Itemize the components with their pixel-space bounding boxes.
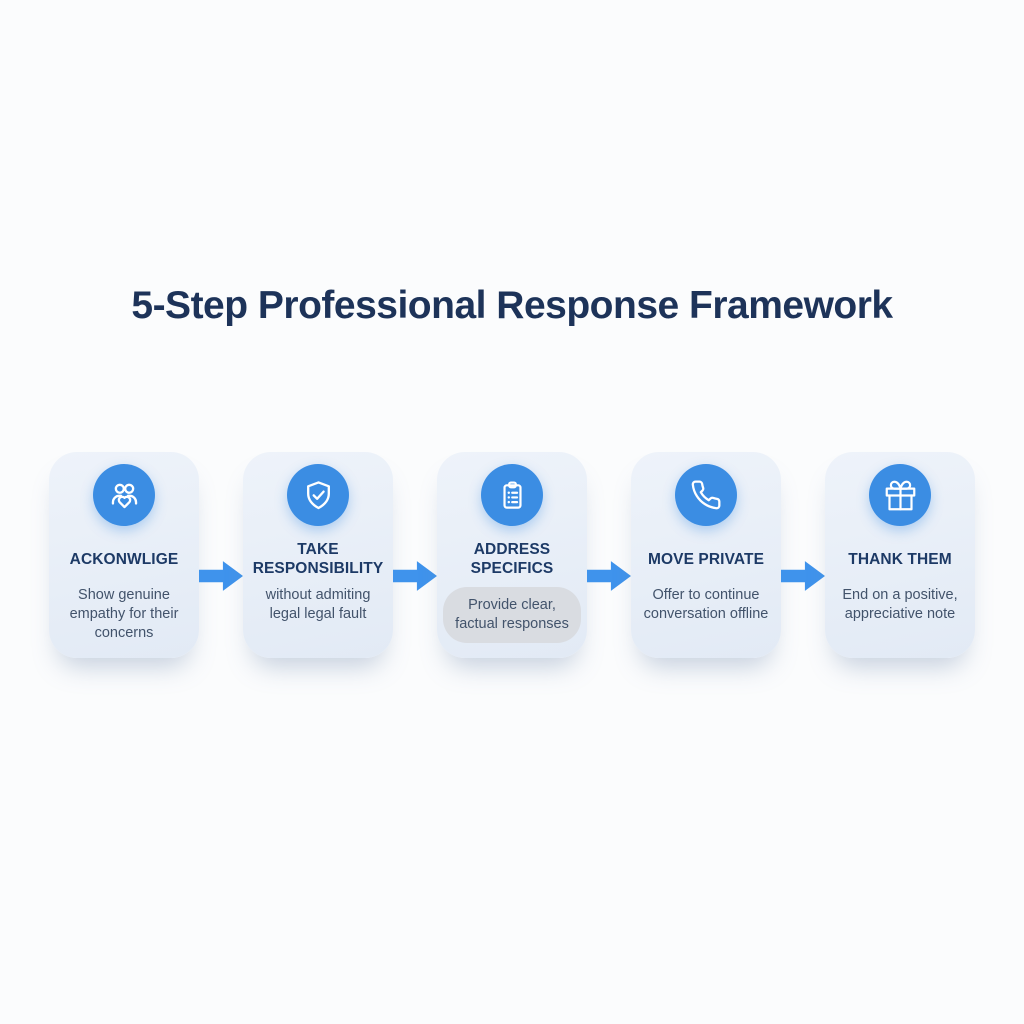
steps-row: ACKONWLIGE Show genuine empathy for thei…: [49, 452, 975, 658]
right-arrow-icon: [199, 561, 243, 591]
step-icon-circle: [869, 464, 931, 526]
step-title: THANK THEM: [848, 550, 952, 568]
step-card-2: TAKE RESPONSIBILITY without admiting leg…: [243, 452, 393, 658]
right-arrow-icon: [587, 561, 631, 591]
step-icon-circle: [287, 464, 349, 526]
step-connector: [393, 559, 437, 658]
step-card-1: ACKONWLIGE Show genuine empathy for thei…: [49, 452, 199, 658]
step-connector: [781, 559, 825, 658]
step-icon-circle: [675, 464, 737, 526]
step-description: Offer to continue conversation offline: [643, 587, 769, 623]
shield-check-icon: [302, 479, 335, 512]
step-description: Provide clear, factual responses: [443, 587, 581, 644]
step-title: ACKONWLIGE: [69, 550, 179, 568]
step-title: ADDRESS SPECIFICS: [470, 541, 554, 577]
step-connector: [199, 559, 243, 658]
step-title: MOVE PRIVATE: [647, 550, 765, 568]
page-title: 5-Step Professional Response Framework: [131, 284, 893, 327]
step-icon-circle: [93, 464, 155, 526]
step-card-3: ADDRESS SPECIFICS Provide clear, factual…: [437, 452, 587, 658]
gift-icon: [884, 479, 917, 512]
step-title: TAKE RESPONSIBILITY: [252, 541, 384, 577]
step-description: Show genuine empathy for their concerns: [69, 587, 179, 642]
step-card-4: MOVE PRIVATE Offer to continue conversat…: [631, 452, 781, 658]
step-icon-circle: [481, 464, 543, 526]
right-arrow-icon: [781, 561, 825, 591]
right-arrow-icon: [393, 561, 437, 591]
clipboard-checklist-icon: [496, 479, 529, 512]
people-heart-icon: [108, 479, 141, 512]
step-description: without admiting legal legal fault: [265, 587, 371, 623]
step-connector: [587, 559, 631, 658]
step-card-5: THANK THEM End on a positive, appreciati…: [825, 452, 975, 658]
step-description: End on a positive, appreciative note: [842, 587, 958, 623]
phone-icon: [690, 479, 722, 511]
